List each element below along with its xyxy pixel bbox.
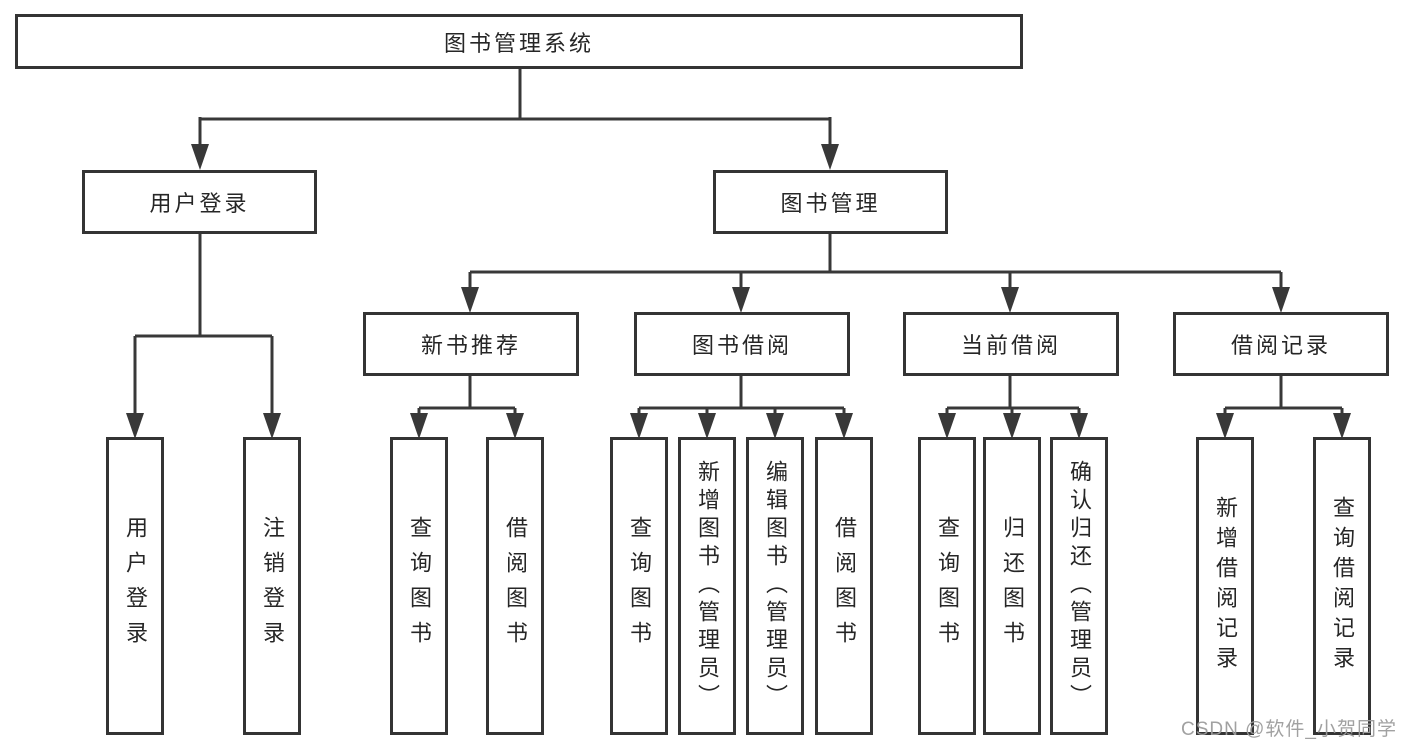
connector-borrow-records-children (1216, 375, 1351, 439)
leaf-borrow-books: 借阅图书 (815, 437, 873, 735)
leaf-confirm-return-admin: 确认归还（管理员） (1050, 437, 1108, 735)
node-current-borrowing: 当前借阅 (903, 312, 1119, 376)
leaf-borrow-books: 借阅图书 (486, 437, 544, 735)
leaf-user-login: 用户登录 (106, 437, 164, 735)
node-borrowing-records: 借阅记录 (1173, 312, 1389, 376)
leaf-query-books: 查询图书 (610, 437, 668, 735)
watermark: CSDN @软件_小贺同学 (1181, 719, 1397, 740)
node-user-login: 用户登录 (82, 170, 317, 234)
leaf-logout: 注销登录 (243, 437, 301, 735)
leaf-query-borrow-record: 查询借阅记录 (1313, 437, 1371, 735)
connector-book-mgmt-children (461, 232, 1290, 313)
connector-root-to-level2 (191, 67, 839, 170)
leaf-return-books: 归还图书 (983, 437, 1041, 735)
leaf-query-books: 查询图书 (390, 437, 448, 735)
connector-new-books-children (410, 375, 524, 439)
node-new-book-recommend: 新书推荐 (363, 312, 579, 376)
node-book-borrowing: 图书借阅 (634, 312, 850, 376)
connector-current-borrow-children (938, 375, 1088, 439)
leaf-query-books: 查询图书 (918, 437, 976, 735)
leaf-add-borrow-record: 新增借阅记录 (1196, 437, 1254, 735)
connector-user-login-children (126, 232, 281, 439)
connector-book-borrow-children (630, 375, 853, 439)
leaf-edit-books-admin: 编辑图书（管理员） (746, 437, 804, 735)
node-book-management: 图书管理 (713, 170, 948, 234)
leaf-add-books-admin: 新增图书（管理员） (678, 437, 736, 735)
node-root-system: 图书管理系统 (15, 14, 1023, 69)
